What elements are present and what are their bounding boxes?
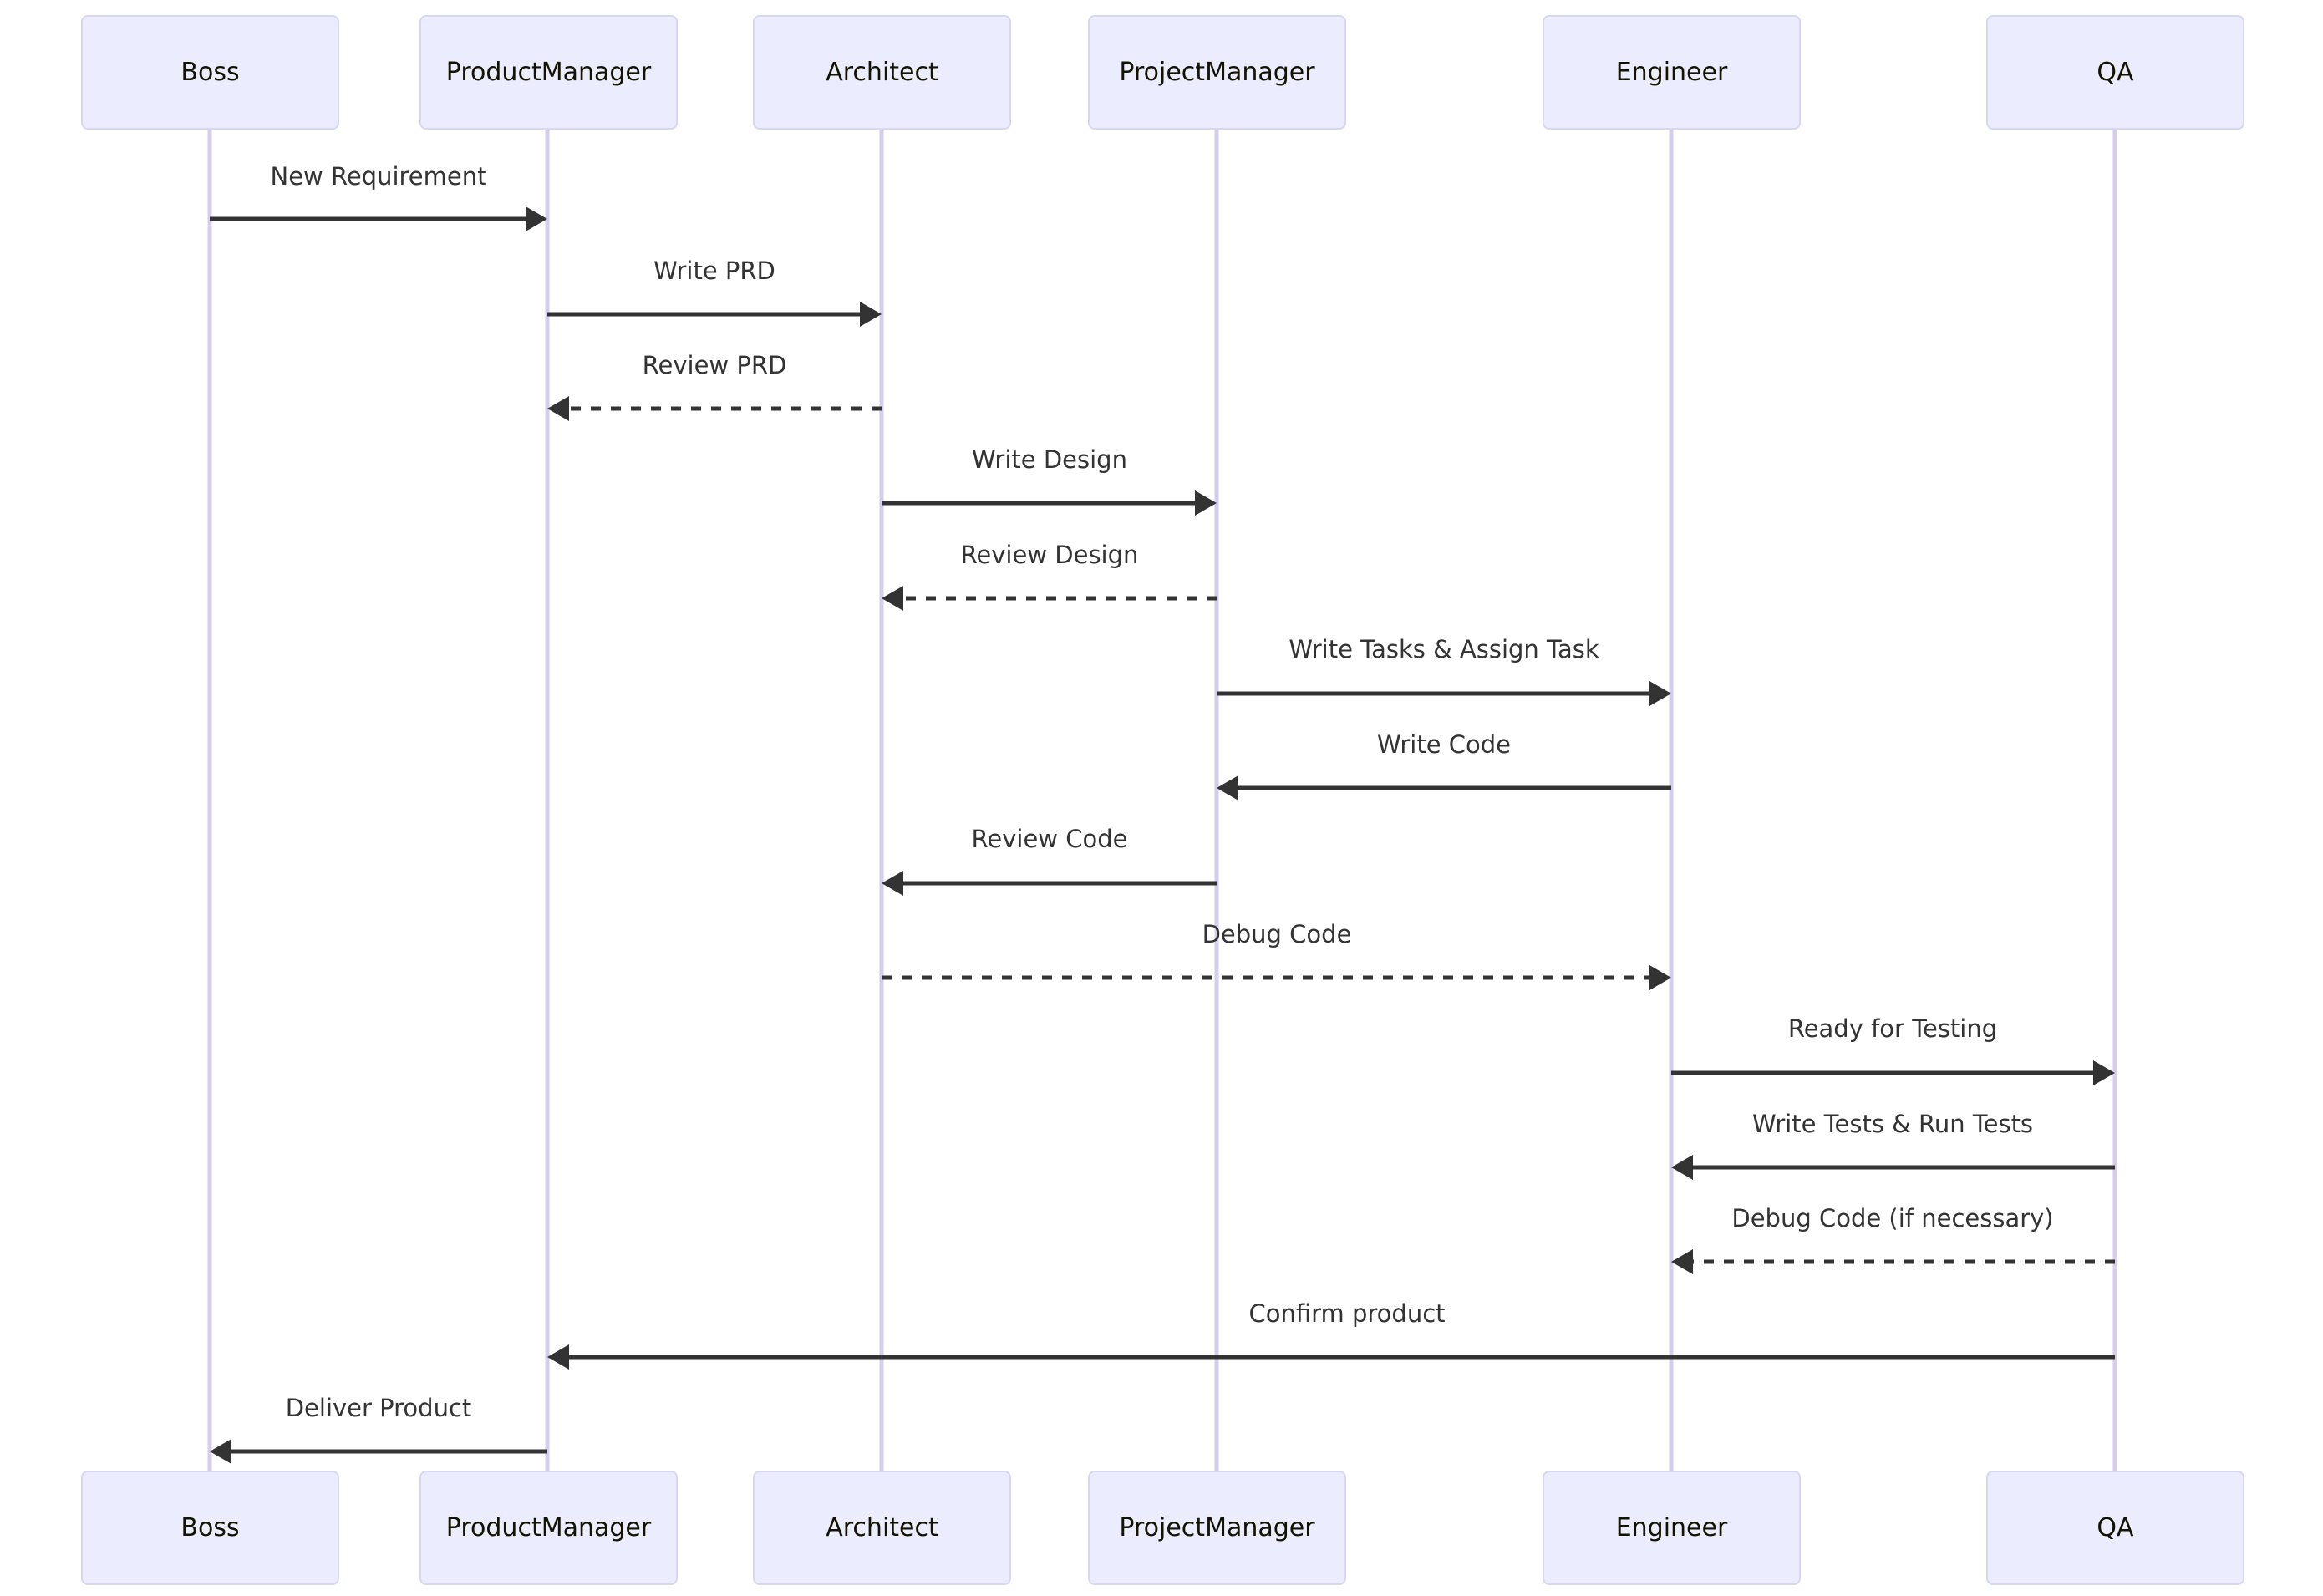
message-arrow [547,396,882,421]
actor-label: ProductManager [445,1512,652,1543]
actor-label: ProductManager [445,57,652,87]
actor-box-bottom-engineer[interactable]: Engineer [1543,1471,1801,1585]
actor-box-top-productmanager[interactable]: ProductManager [419,15,678,130]
actor-label: Architect [826,57,938,87]
message-label: Confirm product [1248,1299,1446,1328]
actor-label: Boss [180,1512,240,1543]
arrowhead-icon [882,586,903,611]
actor-label: Engineer [1615,57,1728,87]
message-label: New Requirement [270,162,487,191]
message-arrow [882,965,1671,990]
actor-box-top-engineer[interactable]: Engineer [1543,15,1801,130]
message-label: Review Code [971,825,1128,853]
message-arrow [1671,1060,2115,1085]
arrowhead-icon [547,1344,569,1370]
arrowhead-icon [1195,490,1217,516]
message-label: Write PRD [653,257,775,285]
arrowhead-icon [526,206,547,231]
actor-box-bottom-architect[interactable]: Architect [753,1471,1011,1585]
message-label: Ready for Testing [1787,1014,1998,1043]
message-arrow [1671,1155,2115,1180]
message-arrow [210,206,547,231]
message-label: Debug Code (if necessary) [1731,1204,2054,1233]
arrowhead-icon [882,871,903,896]
message-arrow [547,302,882,327]
actor-box-bottom-projectmanager[interactable]: ProjectManager [1088,1471,1346,1585]
actor-box-bottom-productmanager[interactable]: ProductManager [419,1471,678,1585]
actor-box-top-boss[interactable]: Boss [81,15,339,130]
actor-label: Boss [180,57,240,87]
actor-label: QA [2097,57,2134,87]
actor-label: ProjectManager [1119,57,1315,87]
arrowhead-icon [1649,681,1671,706]
message-arrow [210,1439,547,1464]
arrowhead-icon [860,302,882,327]
message-label: Write Code [1376,730,1512,759]
arrowhead-icon [210,1439,231,1464]
message-label: Review Design [960,541,1139,569]
arrowhead-icon [1649,965,1671,990]
message-arrow [882,490,1217,516]
message-arrow [882,871,1217,896]
message-label: Write Tests & Run Tests [1751,1110,2034,1138]
actor-label: Engineer [1615,1512,1728,1543]
message-label: Deliver Product [285,1394,472,1422]
arrowhead-icon [547,396,569,421]
message-label: Debug Code [1202,920,1352,948]
actor-box-bottom-boss[interactable]: Boss [81,1471,339,1585]
arrowhead-icon [1671,1249,1693,1274]
message-arrow [547,1344,2115,1370]
actor-box-top-qa[interactable]: QA [1986,15,2244,130]
message-arrow [1217,681,1671,706]
actor-label: QA [2097,1512,2134,1543]
message-arrow [882,586,1217,611]
actor-box-top-architect[interactable]: Architect [753,15,1011,130]
message-label: Review PRD [642,351,787,379]
actor-label: Architect [826,1512,938,1543]
actor-box-bottom-qa[interactable]: QA [1986,1471,2244,1585]
actor-box-top-projectmanager[interactable]: ProjectManager [1088,15,1346,130]
arrowhead-icon [2093,1060,2115,1085]
message-label: Write Design [972,445,1127,474]
arrowhead-icon [1671,1155,1693,1180]
message-arrow [1671,1249,2115,1274]
message-arrow [1217,775,1671,801]
actor-label: ProjectManager [1119,1512,1315,1543]
message-label: Write Tasks & Assign Task [1289,635,1599,663]
arrowhead-icon [1217,775,1238,801]
